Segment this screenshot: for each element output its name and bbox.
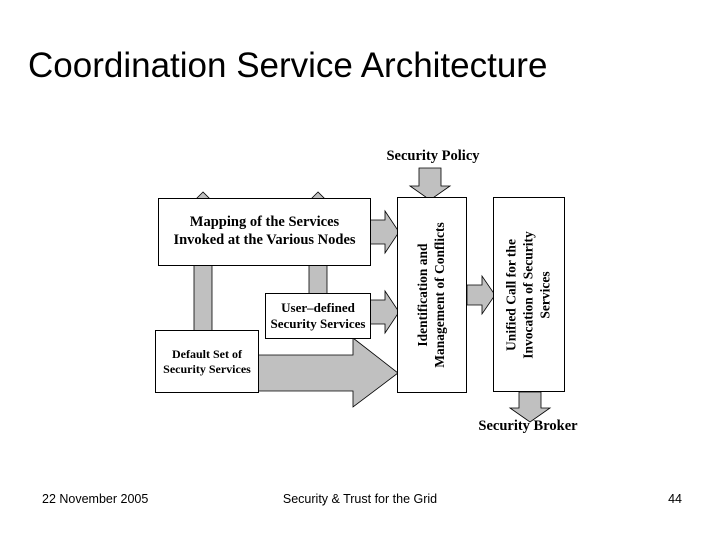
- box-mapping-text: Mapping of the Services Invoked at the V…: [173, 214, 355, 249]
- box-user-defined-line-2: Security Services: [270, 316, 366, 331]
- diagram-arrows-layer: [184, 167, 552, 423]
- box-default-set-text: Default Set of Security Services: [163, 347, 251, 376]
- arrow-unified-call-to-security-broker: [508, 391, 552, 423]
- arrow-identification-to-unified-call: [466, 274, 496, 316]
- arrow-user-defined-to-identification: [369, 289, 400, 335]
- box-user-defined-security-services[interactable]: User–defined Security Services: [265, 293, 371, 339]
- footer-page-number: 44: [668, 492, 682, 506]
- box-unified-call-line-3: Services: [537, 270, 553, 319]
- box-unified-call-invocation-security-services[interactable]: Unified Call for the Invocation of Secur…: [493, 197, 565, 392]
- box-user-defined-line-1: User–defined: [281, 300, 355, 316]
- box-identification-line-1: Identification and: [415, 243, 431, 347]
- footer-date: 22 November 2005: [42, 492, 149, 506]
- footer-presentation-title: Security & Trust for the Grid: [282, 492, 438, 506]
- architecture-diagram: Security Policy Mapping of the Services …: [0, 130, 720, 450]
- box-user-defined-text: User–defined Security Services: [271, 300, 366, 332]
- slide-footer: 22 November 2005 Security & Trust for th…: [0, 492, 720, 512]
- box-identification-line-2: Management of Conflicts: [432, 222, 447, 368]
- arrow-default-set-to-identification: [257, 337, 399, 408]
- box-unified-call-text: Unified Call for the Invocation of Secur…: [504, 231, 555, 359]
- page-title: Coordination Service Architecture: [28, 46, 548, 85]
- label-security-broker: Security Broker: [478, 418, 578, 434]
- box-mapping-line-1: Mapping of the Services: [189, 214, 340, 231]
- box-default-set-line-1: Default Set of: [172, 346, 242, 361]
- box-default-set-security-services[interactable]: Default Set of Security Services: [155, 330, 259, 393]
- box-mapping-line-2: Invoked at the Various Nodes: [173, 232, 356, 248]
- box-identification-text: Identification and Management of Conflic…: [415, 222, 449, 367]
- label-security-policy: Security Policy: [386, 148, 480, 164]
- box-mapping-of-services[interactable]: Mapping of the Services Invoked at the V…: [158, 198, 371, 266]
- arrow-mapping-to-identification: [369, 209, 400, 255]
- arrow-security-policy-to-identification: [408, 167, 452, 201]
- box-unified-call-line-2: Invocation of Security: [520, 230, 536, 359]
- box-default-set-line-2: Security Services: [163, 361, 251, 376]
- box-unified-call-line-1: Unified Call for the: [503, 238, 519, 351]
- box-identification-management-conflicts[interactable]: Identification and Management of Conflic…: [397, 197, 467, 393]
